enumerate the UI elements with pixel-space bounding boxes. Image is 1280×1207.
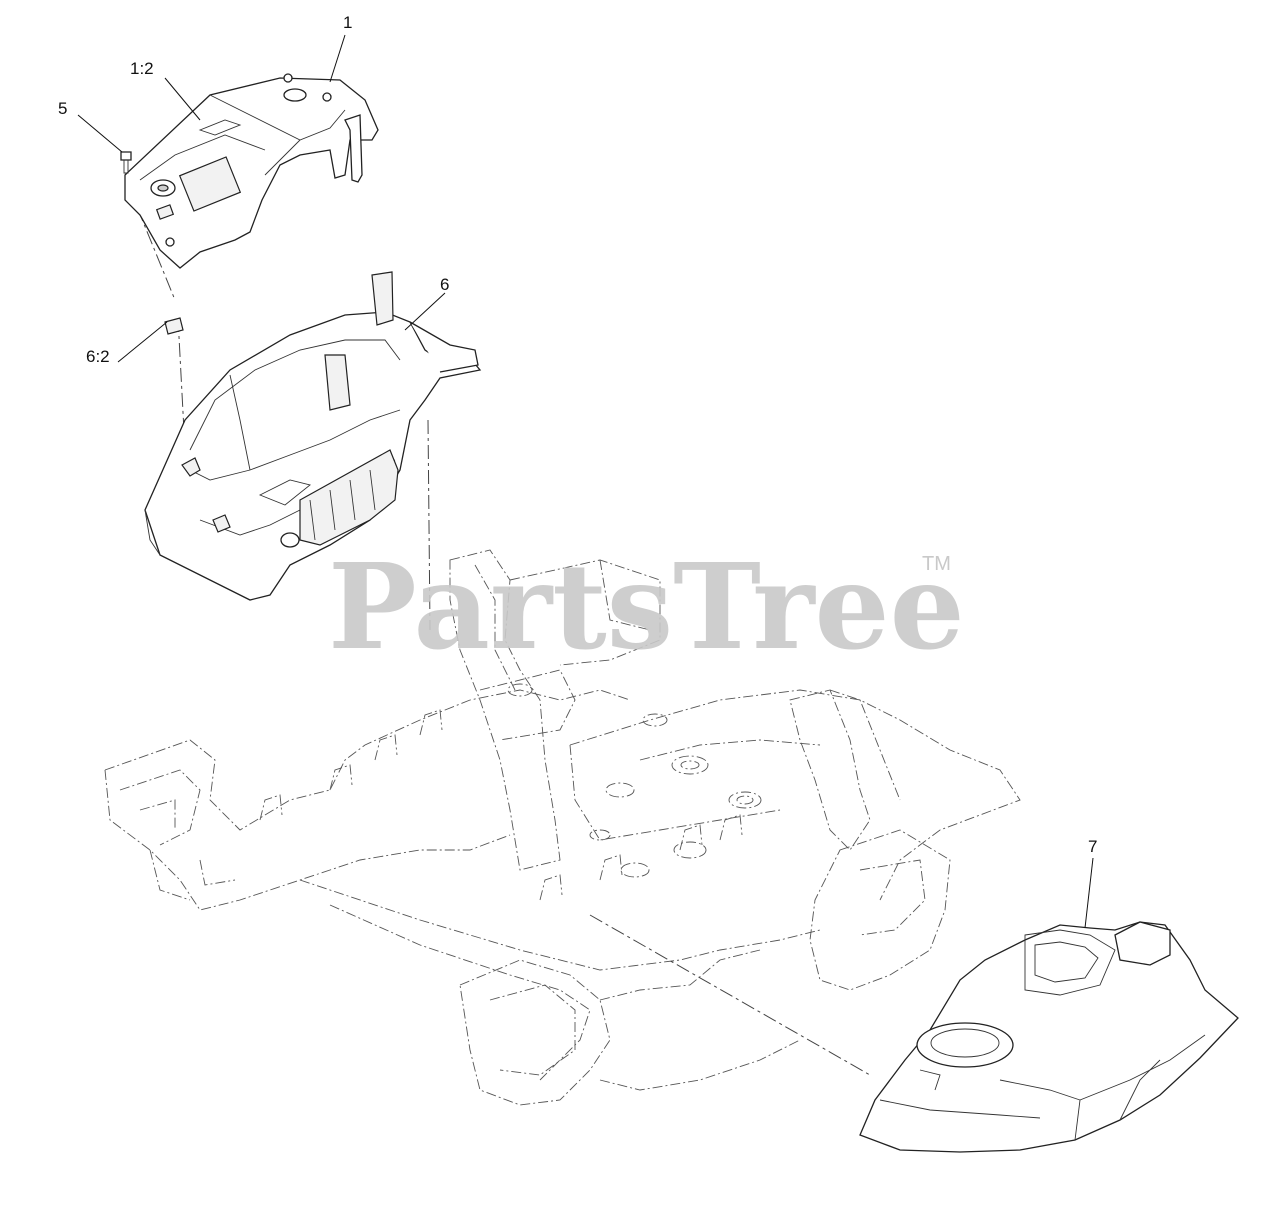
- watermark: PartsTree TM: [328, 537, 965, 676]
- callout-1[interactable]: 1: [343, 13, 352, 32]
- chassis-frame: [104, 549, 1021, 1106]
- callout-6-2[interactable]: 6:2: [86, 347, 110, 366]
- callouts: 1 1:2 5 6 6:2 7: [58, 13, 1097, 929]
- callout-1-2[interactable]: 1:2: [130, 59, 154, 78]
- console-housing[interactable]: [144, 271, 482, 601]
- watermark-text: PartsTree: [328, 537, 965, 676]
- control-panel-cover[interactable]: [124, 73, 379, 269]
- callout-6[interactable]: 6: [440, 275, 449, 294]
- callout-5[interactable]: 5: [58, 99, 67, 118]
- watermark-trademark: TM: [922, 553, 951, 575]
- callout-7[interactable]: 7: [1088, 837, 1097, 856]
- clip-nut[interactable]: [164, 317, 184, 335]
- screw[interactable]: [120, 151, 132, 174]
- cup-holder-console[interactable]: [859, 921, 1239, 1153]
